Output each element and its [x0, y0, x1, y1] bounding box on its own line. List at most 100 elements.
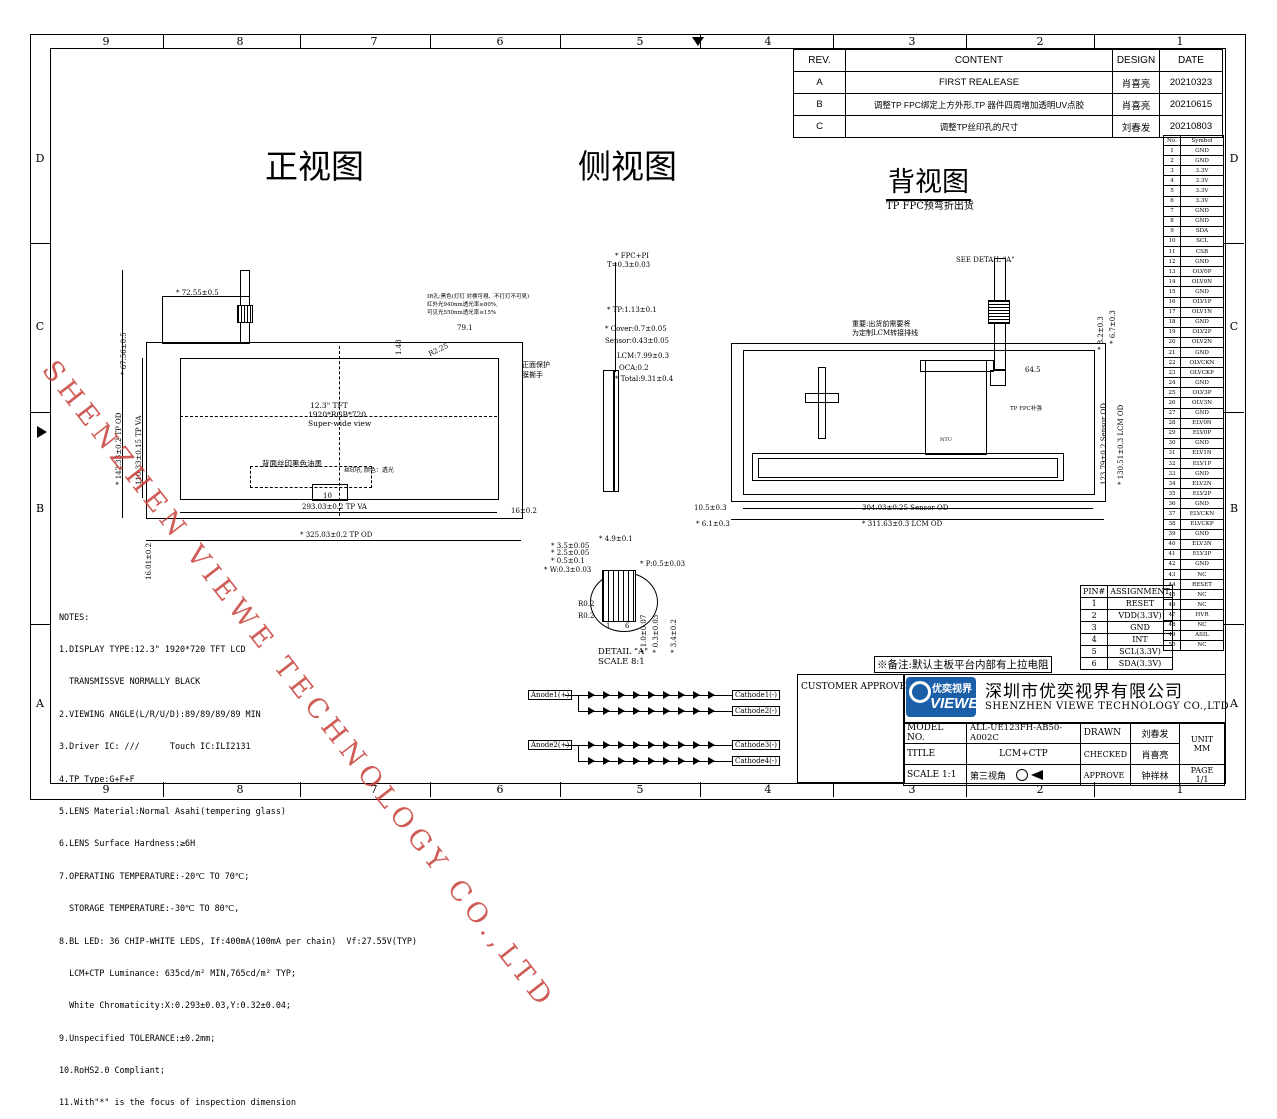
led-cathode-label: Cathode3(-)	[732, 740, 780, 750]
symbol-no: 32	[1163, 457, 1181, 470]
center-mark-left	[37, 426, 47, 438]
symbol-name: OLV1N	[1180, 306, 1224, 318]
symbol-no: 12	[1163, 256, 1181, 268]
led-cathode-label: Cathode1(-)	[732, 690, 780, 700]
symbol-name: NC	[1180, 619, 1224, 631]
symbol-name: 3.3V	[1180, 165, 1224, 177]
front-dim-line-left2	[142, 358, 143, 498]
note-line: NOTES:	[59, 611, 90, 622]
zone-label-top: 9	[102, 35, 110, 48]
led-diode-icon	[588, 757, 595, 765]
symbol-no: 38	[1163, 518, 1181, 530]
back-dim-w1: 304.03±0.25 Sensor OD	[862, 504, 949, 512]
detail-fingers	[602, 570, 636, 622]
symbol-name: CSB	[1180, 246, 1224, 258]
symbol-name: NC	[1180, 569, 1224, 581]
side-total: * Total:9.31±0.4	[615, 375, 674, 383]
symbol-name: ELV1P	[1180, 457, 1224, 470]
side-cover	[613, 370, 619, 492]
detail-d5: * 4.9±0.1	[599, 535, 633, 543]
note-line: 10.RoHS2.0 Compliant;	[59, 1065, 165, 1076]
note-line: 2.VIEWING ANGLE(L/R/U/D):89/89/89/89 MIN	[59, 708, 261, 719]
projection-circle-icon	[1016, 769, 1028, 781]
led-diode-icon	[678, 757, 685, 765]
front-film-note: 正面保护膜撕手	[522, 361, 550, 379]
front-dim-79: 79.1	[457, 324, 473, 332]
front-dim-width-od: * 325.03±0.2 TP OD	[300, 531, 373, 539]
zone-tick	[833, 34, 834, 49]
back-dim-l2: * 6.1±0.3	[696, 520, 730, 528]
symbol-no: 23	[1163, 367, 1181, 379]
symbol-no: 3	[1163, 165, 1181, 177]
symbol-no: 9	[1163, 225, 1181, 237]
zone-tick	[1224, 243, 1244, 244]
side-lcm: LCM:7.99±0.3	[617, 352, 670, 360]
date-cell: 20210615	[1159, 93, 1223, 116]
zone-tick	[163, 782, 164, 797]
symbol-no: 5	[1163, 185, 1181, 197]
symbol-no: 13	[1163, 266, 1181, 278]
pin-assignment: SDA(3.3V)	[1107, 657, 1173, 670]
zone-tick	[700, 34, 701, 49]
zone-tick	[833, 782, 834, 797]
back-view-note: TP FPC预弯折出货	[886, 201, 974, 212]
symbol-no: 36	[1163, 498, 1181, 510]
back-lcm-od	[731, 343, 1106, 502]
front-dim-width-va: 293.03±0.2 TP VA	[302, 503, 367, 511]
assignment-header: ASSIGNMENT	[1107, 585, 1173, 598]
pin-number: 6	[1079, 657, 1109, 670]
zone-tick	[30, 243, 50, 244]
front-ir-hole	[312, 484, 348, 501]
back-dim-line-h	[731, 519, 1104, 520]
symbol-name: GND	[1180, 528, 1224, 540]
led-diode-icon	[618, 707, 625, 715]
side-fpc-t: T=0.3±0.03	[607, 261, 651, 269]
led-diode-icon	[648, 707, 655, 715]
symbol-name: ELV1N	[1180, 447, 1224, 460]
led-diode-icon	[708, 741, 715, 749]
zone-label-bottom: 1	[1176, 783, 1184, 796]
symbol-no: 26	[1163, 397, 1181, 409]
front-centerline	[180, 416, 497, 417]
symbol-name: ASIL	[1180, 629, 1224, 641]
led-diode-icon	[618, 757, 625, 765]
back-bl-inner	[758, 458, 1058, 478]
note-line: STORAGE TEMPERATURE:-30℃ TO 80℃,	[59, 903, 240, 914]
symbol-name: OLVCKP	[1180, 367, 1224, 379]
led-diode-icon	[663, 691, 670, 699]
zone-tick	[300, 34, 301, 49]
note-line: 9.Unspecified TOLERANCE:±0.2mm;	[59, 1032, 216, 1043]
led-wire	[578, 711, 732, 712]
back-dim-64: 64.5	[1025, 366, 1041, 374]
pin-assignment: INT	[1107, 633, 1173, 646]
zone-label-top: 7	[370, 35, 378, 48]
symbol-name: GND	[1180, 286, 1224, 298]
symbol-no: 24	[1163, 377, 1181, 389]
front-dim-bottom-left: 16.01±0.2	[145, 542, 153, 580]
back-dim-w2: * 311.63±0.3 LCM OD	[862, 520, 943, 528]
symbol-name: OLV1P	[1180, 296, 1224, 308]
led-diode-icon	[618, 691, 625, 699]
projection-cone-icon	[1030, 770, 1043, 780]
zone-label-side: D	[35, 152, 45, 165]
front-dim-10: 10	[323, 492, 332, 500]
front-dim-left-va: 110.33±0.15 TP VA	[135, 415, 143, 485]
zone-label-top: 5	[636, 35, 644, 48]
